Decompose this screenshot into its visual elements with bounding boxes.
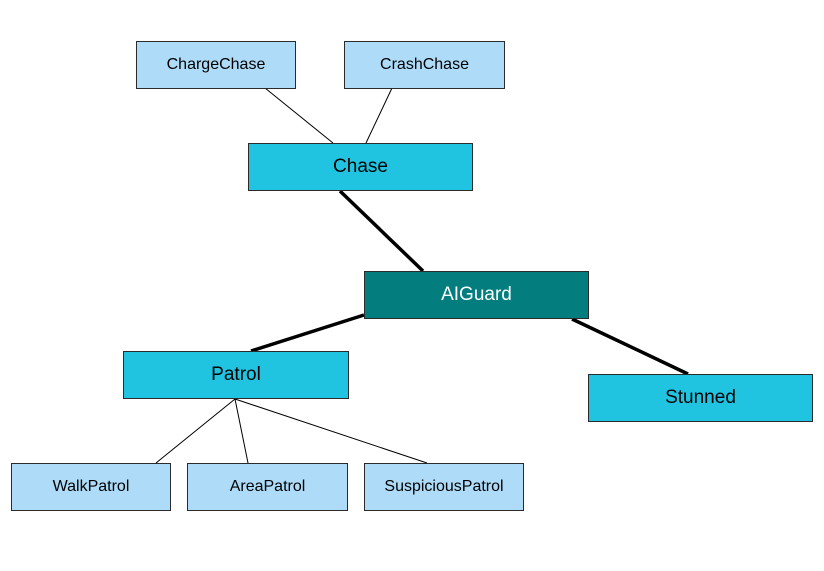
edge-patrol-walkpatrol — [155, 398, 236, 464]
node-stunned: Stunned — [588, 374, 813, 422]
node-suspiciouspatrol: SuspiciousPatrol — [364, 463, 524, 511]
node-walkpatrol: WalkPatrol — [11, 463, 171, 511]
node-label: SuspiciousPatrol — [384, 478, 504, 495]
edge-chase-crashchase — [365, 87, 393, 144]
edge-patrol-suspiciouspatrol — [234, 398, 428, 464]
node-patrol: Patrol — [123, 351, 349, 399]
node-label: Patrol — [211, 364, 261, 385]
node-aiguard: AIGuard — [364, 271, 589, 319]
edge-aiguard-patrol — [250, 313, 365, 353]
edge-aiguard-chase — [338, 189, 425, 273]
edge-aiguard-stunned — [571, 317, 689, 376]
node-label: AreaPatrol — [229, 478, 306, 495]
node-areapatrol: AreaPatrol — [187, 463, 348, 511]
node-label: AIGuard — [441, 284, 512, 305]
node-label: Stunned — [665, 387, 736, 408]
node-label: ChargeChase — [166, 56, 266, 73]
node-crashchase: CrashChase — [344, 41, 505, 89]
node-label: Chase — [333, 156, 388, 177]
edge-chase-chargechase — [264, 87, 334, 144]
node-chase: Chase — [248, 143, 473, 191]
edge-patrol-areapatrol — [234, 398, 249, 464]
node-label: WalkPatrol — [52, 478, 130, 495]
node-label: CrashChase — [380, 56, 469, 73]
node-chargechase: ChargeChase — [136, 41, 296, 89]
